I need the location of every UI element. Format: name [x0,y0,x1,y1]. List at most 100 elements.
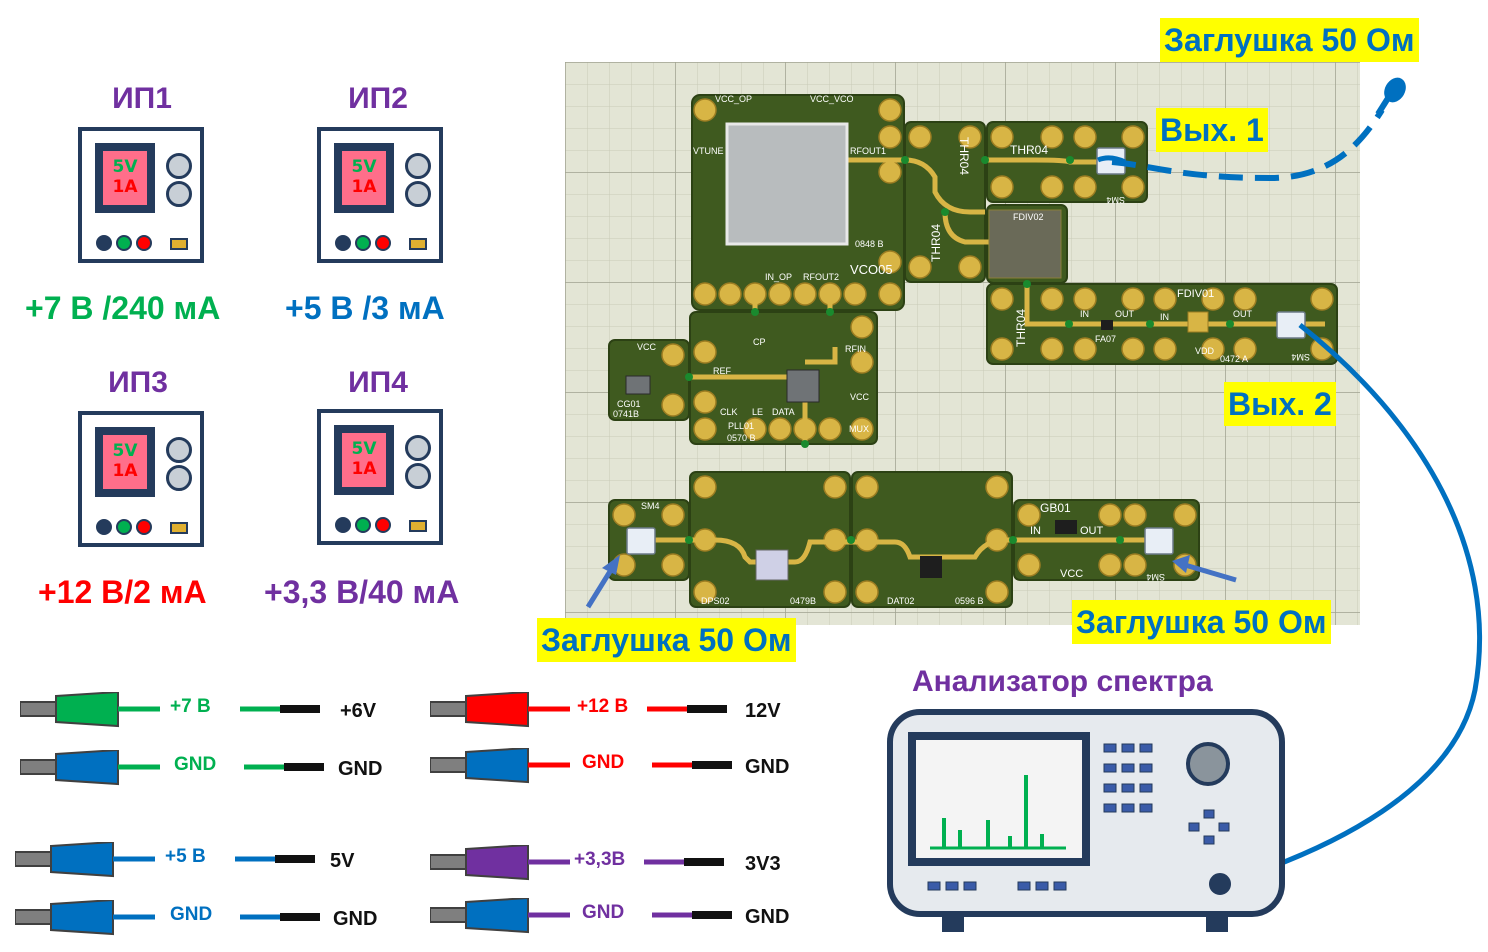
pcb-label: DPS02 [701,596,730,606]
psu-title: ИП3 [108,366,168,399]
cable-icon [430,898,732,934]
psu-screen-voltage: 5V [351,157,377,177]
terminal-icon [335,235,351,251]
knob-icon [1186,742,1230,786]
knob-icon [405,435,431,461]
pcb-label: FDIV01 [1177,288,1214,300]
psu-screen-current: 1A [112,461,138,481]
pcb-label: DATA [772,407,795,417]
cable-icon [430,692,727,728]
cable-icon [430,748,732,784]
pcb-label: DAT02 [887,596,914,606]
cable-label: +3,3В [574,849,626,870]
terminal-icon [335,517,351,533]
cable-icon [430,845,724,881]
pcb-label: IN [1030,525,1041,537]
pcb-label: SM4 [1146,572,1165,582]
psu-device-icon: 5V 1A [78,127,204,263]
pcb-label: MUX [849,424,869,434]
pcb-label: REF [713,366,732,376]
psu-screen-current: 1A [112,177,138,197]
pcb-board-image: VCC_OP VCC_VCO VTUNE RFOUT1 IN_OP RFOUT2… [565,62,1360,625]
pcb-label: VCO05 [850,262,893,277]
pcb-label: IN [1160,312,1169,322]
pcb-label: VCC [637,342,657,352]
pcb-label: RFOUT2 [803,272,839,282]
cable-label: GND [170,904,213,925]
switch-icon [170,238,188,250]
pcb-label: THR04 [929,224,943,262]
pcb-label: SM4 [641,501,660,511]
pcb-label: 0479B [790,596,816,606]
knob-icon [166,181,192,207]
psu-value: +3,3 В/40 мА [264,574,460,610]
knob-icon [405,153,431,179]
knob-icon [166,153,192,179]
terminal-icon [375,517,391,533]
switch-icon [409,520,427,532]
knob-icon [166,437,192,463]
psu-title: ИП2 [348,82,408,115]
pcb-label: THR04 [1010,143,1048,157]
psu-screen-current: 1A [351,177,377,197]
psu-device-icon: 5V 1A [317,127,443,263]
pin-label: +6V [340,700,377,722]
dps-chip [755,549,789,581]
gb-chip [1055,520,1077,534]
pcb-label: GB01 [1040,501,1071,515]
pcb-label: THR04 [957,137,971,175]
pcb-label: OUT [1233,309,1253,319]
pll-chip [786,369,820,403]
pcb-label: VDD [1195,346,1215,356]
psu-value: +5 В /3 мА [285,290,445,326]
pcb-label: VTUNE [693,146,724,156]
pcb-label: FA07 [1095,334,1116,344]
spectrum-peaks [942,775,1044,848]
psu-screen-voltage: 5V [351,439,377,459]
switch-icon [409,238,427,250]
sma-connector-icon [626,527,656,555]
terminal-icon [116,519,132,535]
pin-label: GND [745,756,790,778]
pcb-label: SM4 [1106,195,1125,205]
psu-screen-voltage: 5V [112,157,138,177]
pcb-label: 0472 A [1220,354,1248,364]
cable-icon [20,692,320,728]
pcb-label: RFIN [845,344,866,354]
pcb-label: CLK [720,407,738,417]
knob-icon [405,463,431,489]
knob-icon [166,465,192,491]
pcb-label: VCC [1060,568,1083,580]
cable-icon [15,900,320,936]
cable-label: GND [582,902,625,923]
dat-chip [920,556,942,578]
vco-chip [725,122,849,246]
psu-device-icon: 5V 1A [78,411,204,547]
cg-chip [625,375,651,395]
pcb-label: IN_OP [765,272,792,282]
psu-screen-voltage: 5V [112,441,138,461]
rf-input-port-icon [1209,873,1231,895]
terminal-icon [96,519,112,535]
callout-output1: Вых. 1 [1156,108,1268,152]
psu-device-icon: 5V 1A [317,409,443,545]
pcb-label: OUT [1080,525,1104,537]
terminal-icon [136,235,152,251]
psu-value: +7 В /240 мА [25,290,221,326]
pcb-label: THR04 [1014,309,1028,347]
fdiv01-chip [1187,311,1209,333]
pcb-label: VCC_VCO [810,94,854,104]
cable-icon [20,750,324,786]
pin-label: GND [333,908,378,930]
cable-label: +12 В [577,696,629,717]
sma-connector-icon [1144,527,1174,555]
pin-label: GND [745,906,790,928]
cable-label: GND [582,752,625,773]
terminal-icon [375,235,391,251]
terminal-icon [136,519,152,535]
terminal-icon [355,517,371,533]
load-terminator-icon [1384,77,1406,103]
psu-title: ИП4 [348,366,408,399]
fa-chip [1101,320,1113,330]
cable-icon [15,842,315,878]
